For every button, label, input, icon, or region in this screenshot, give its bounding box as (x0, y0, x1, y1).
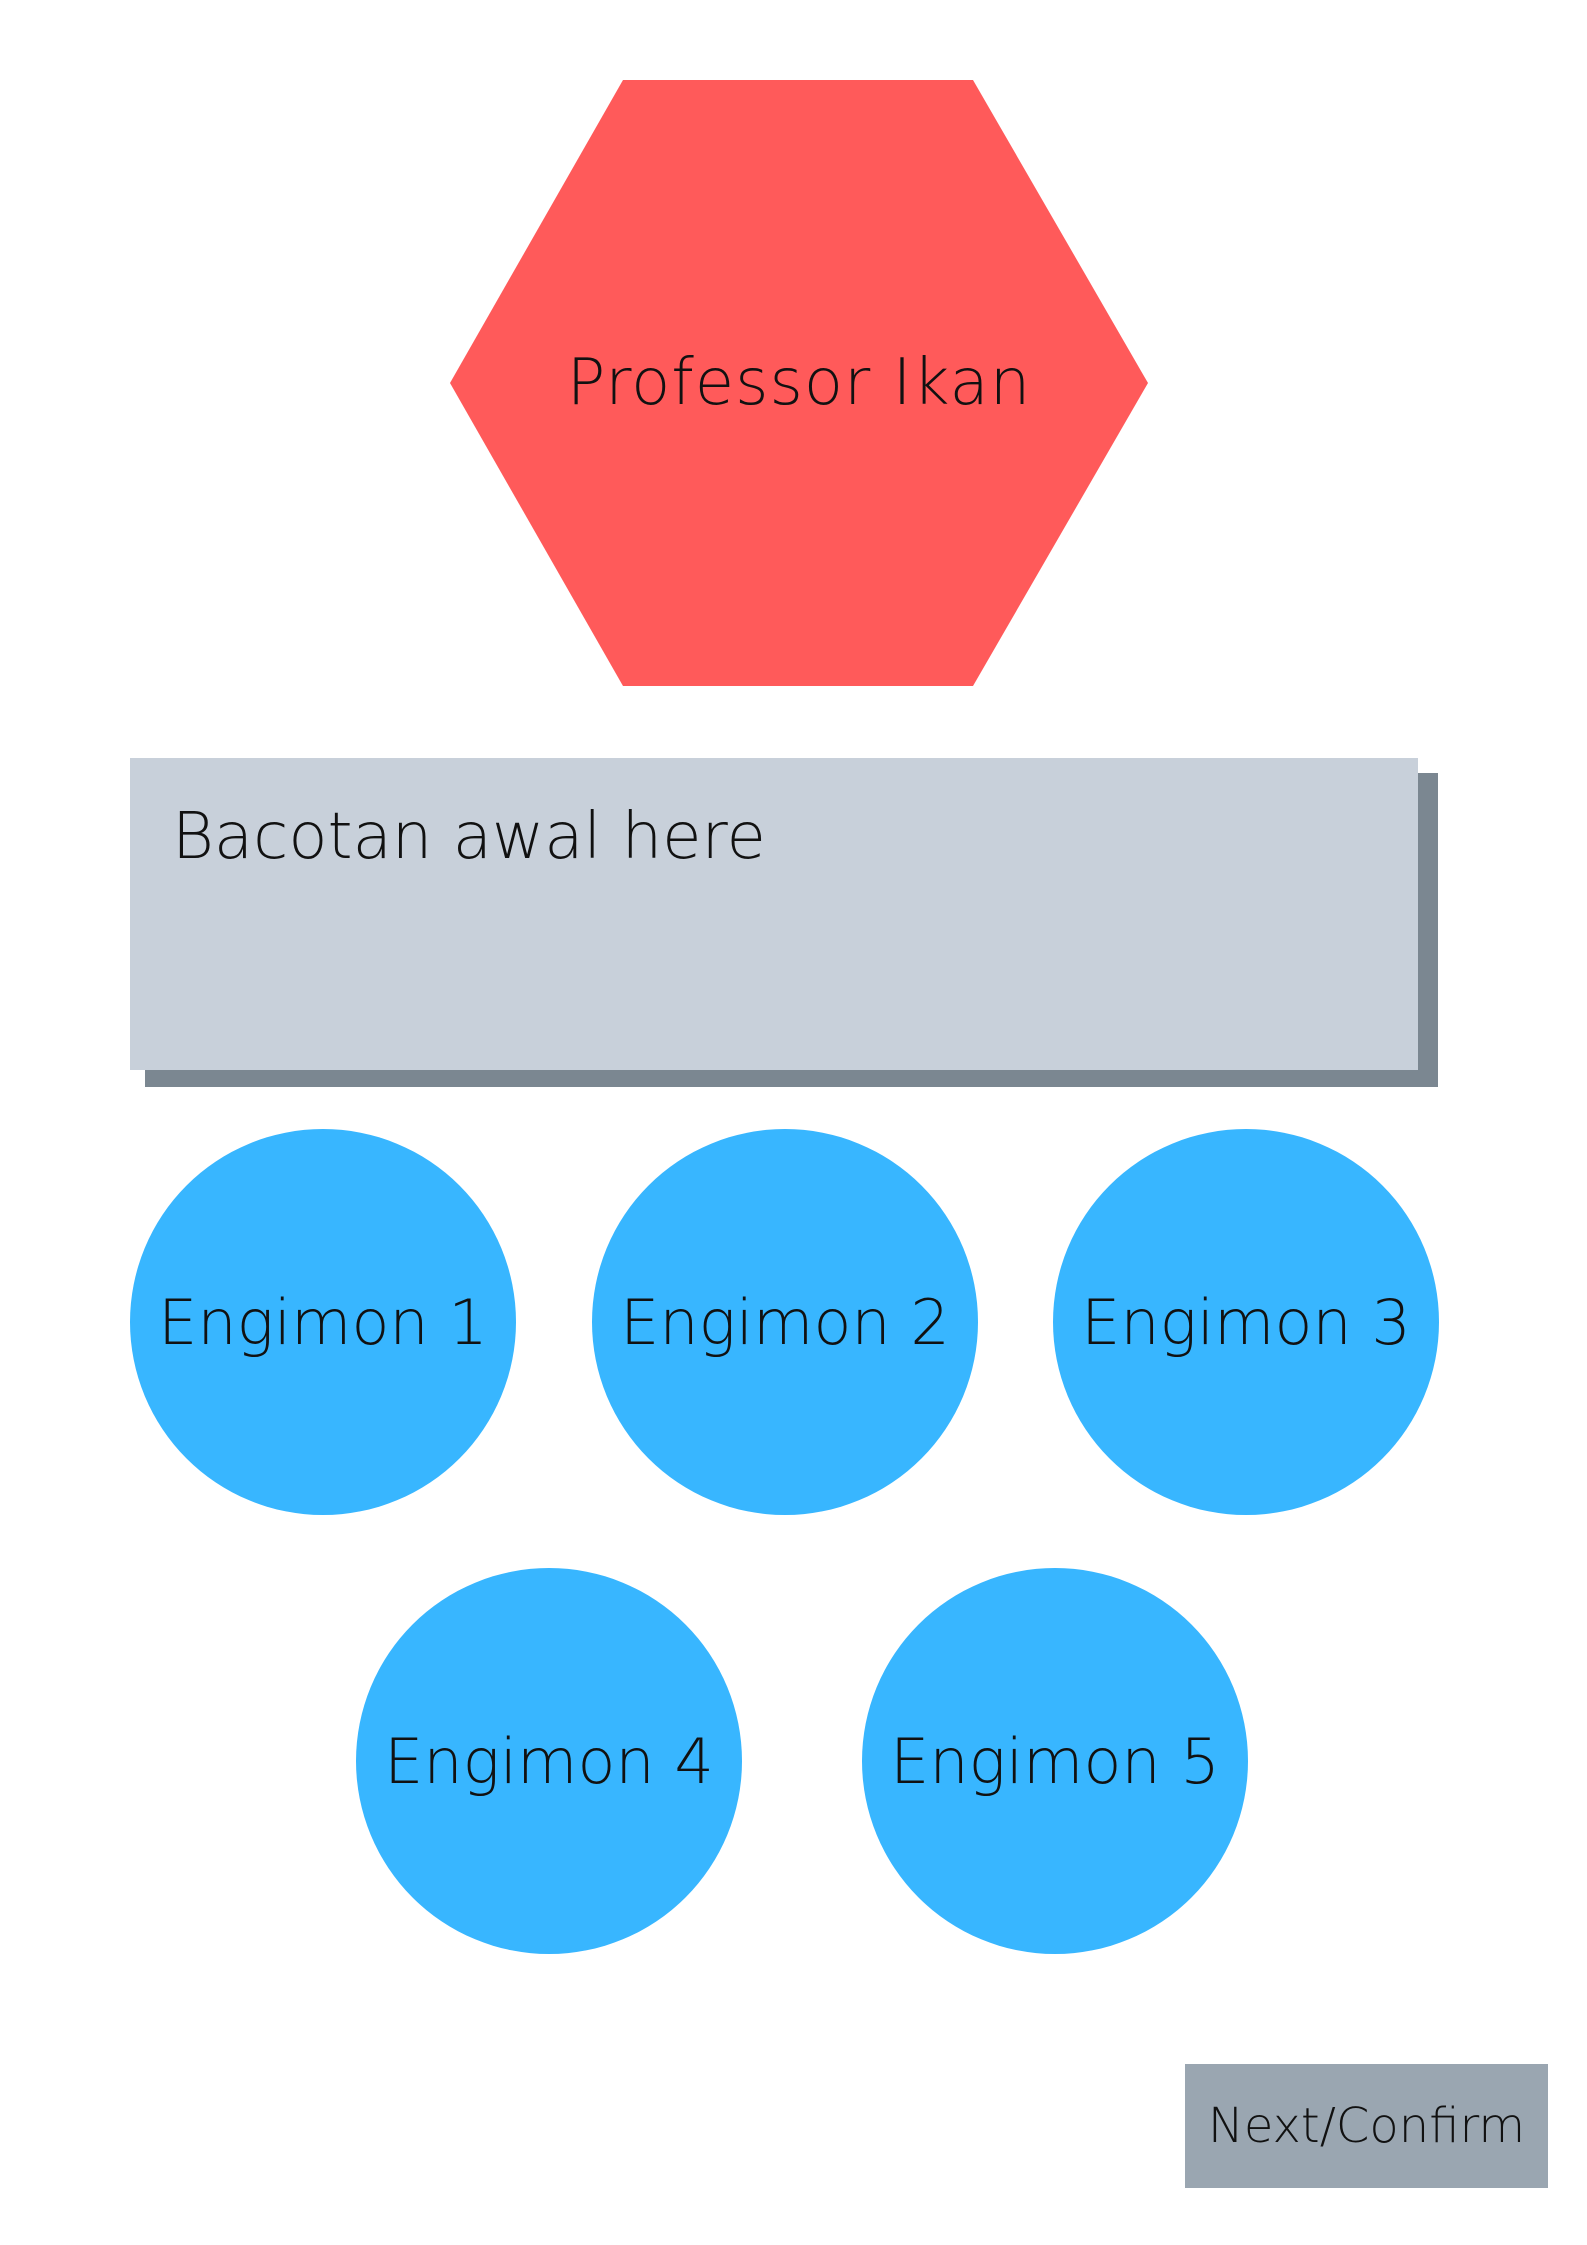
dialog-text: Bacotan awal here (172, 800, 766, 874)
engimon-choice-4[interactable]: Engimon 4 (356, 1568, 742, 1954)
engimon-choice-2[interactable]: Engimon 2 (592, 1129, 978, 1515)
engimon-choice-1[interactable]: Engimon 1 (130, 1129, 516, 1515)
next-confirm-button[interactable]: Next/Confirm (1185, 2064, 1548, 2188)
engimon-choice-3[interactable]: Engimon 3 (1053, 1129, 1439, 1515)
dialog-box: Bacotan awal here (130, 758, 1418, 1070)
professor-name: Professor Ikan (566, 346, 1032, 420)
engimon-choice-5[interactable]: Engimon 5 (862, 1568, 1248, 1954)
hexagon-shape (450, 80, 1148, 686)
professor-portrait: Professor Ikan (450, 80, 1148, 686)
